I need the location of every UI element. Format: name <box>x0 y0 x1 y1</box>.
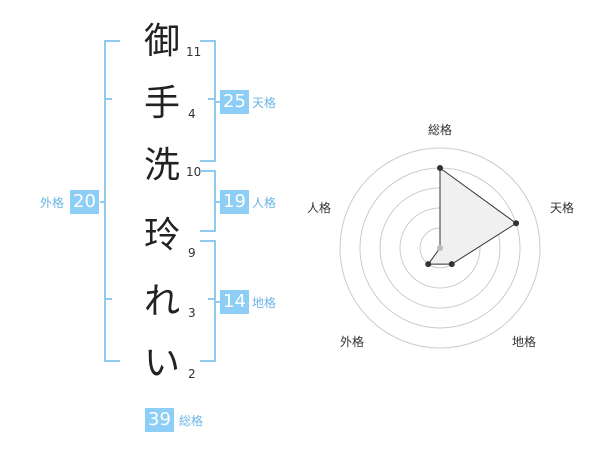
stroke-count-2: 4 <box>188 107 196 121</box>
gaikaku-value-badge: 20 <box>70 190 99 214</box>
tenkaku-bracket <box>200 40 216 162</box>
chikaku-inner-tick <box>208 298 216 300</box>
soukaku-label: 総格 <box>179 414 204 428</box>
gaikaku-inner-tick <box>104 98 112 100</box>
name-char-2: 手 <box>143 83 180 124</box>
jinkaku-label: 人格 <box>252 196 277 210</box>
chikaku-bracket <box>200 240 216 362</box>
tenkaku-value-badge: 25 <box>220 90 249 114</box>
chikaku-connector <box>216 301 222 303</box>
name-char-3: 洗 <box>143 145 180 186</box>
radar-data-polygon <box>427 167 517 265</box>
gaikaku-connector <box>100 201 106 203</box>
radar-axis-label-tenkaku: 天格 <box>549 201 575 215</box>
soukaku-value-badge: 39 <box>145 408 174 432</box>
name-char-4: 玲 <box>143 215 180 256</box>
stroke-count-3: 10 <box>186 165 202 179</box>
tenkaku-label: 天格 <box>252 96 277 110</box>
name-char-5: れ <box>143 281 180 322</box>
name-char-6: い <box>143 343 180 384</box>
tenkaku-inner-tick <box>208 98 216 100</box>
radar-axis-label-chikaku: 地格 <box>511 335 537 349</box>
radar-data-point <box>448 261 455 268</box>
radar-data-point <box>513 220 520 227</box>
chikaku-label: 地格 <box>252 296 277 310</box>
radar-axis-label-gaikaku: 外格 <box>339 335 365 349</box>
stroke-count-1: 11 <box>186 45 202 59</box>
jinkaku-value-badge: 19 <box>220 190 249 214</box>
chikaku-value-badge: 14 <box>220 290 249 314</box>
gaikaku-inner-tick <box>104 298 112 300</box>
radar-data-point <box>437 245 443 251</box>
stroke-count-6: 2 <box>188 367 196 381</box>
radar-axis-label-jinkaku: 人格 <box>306 201 332 215</box>
gaikaku-label: 外格 <box>40 196 65 210</box>
jinkaku-bracket <box>200 170 216 232</box>
radar-grid-ring <box>339 147 541 349</box>
radar-data-point <box>425 261 432 268</box>
stroke-count-4: 9 <box>188 246 196 260</box>
stroke-count-5: 3 <box>188 306 196 320</box>
tenkaku-connector <box>216 101 222 103</box>
radar-axis-label-soukaku: 総格 <box>427 123 453 137</box>
name-char-1: 御 <box>143 21 180 62</box>
radar-data-point <box>437 165 443 171</box>
jinkaku-connector <box>216 201 222 203</box>
